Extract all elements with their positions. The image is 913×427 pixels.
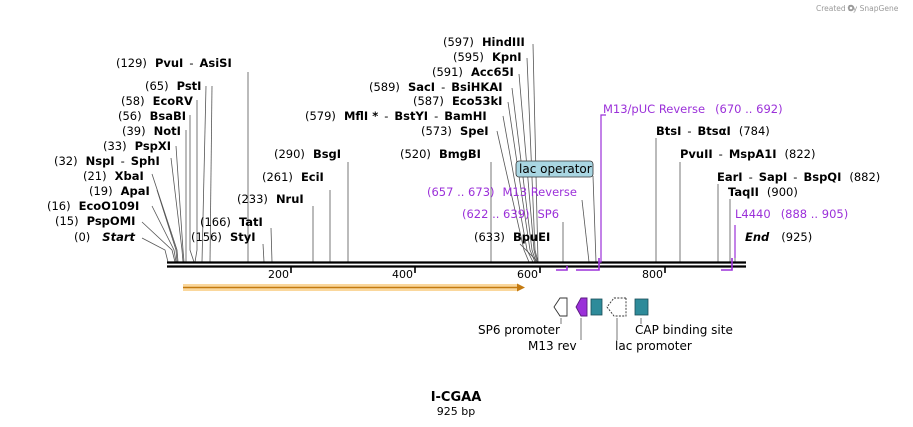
- enzyme-site-psti[interactable]: (65)PstI: [145, 79, 201, 93]
- ruler-tick-600: 600: [517, 268, 538, 281]
- enzyme-site-kpni[interactable]: (595)KpnI: [453, 50, 522, 64]
- enzyme-site-ecoo109i[interactable]: (16)EcoO109I: [47, 199, 139, 213]
- m13-rev-arrow-icon[interactable]: [575, 297, 588, 317]
- enzyme-labels: (0)Start (15)PspOMI (16)EcoO109I (19)Apa…: [47, 35, 880, 244]
- enzyme-site-eco53ki[interactable]: (587)Eco53kI: [413, 94, 502, 108]
- enzyme-site-tati[interactable]: (166)TatI: [200, 215, 263, 229]
- ruler-tick-400: 400: [392, 268, 413, 281]
- enzyme-site-nspi[interactable]: (32)NspI-SphI: [54, 154, 160, 168]
- enzyme-site-ecii[interactable]: (261)EciI: [262, 170, 324, 184]
- enzyme-site-styi[interactable]: (156)StyI: [191, 230, 256, 244]
- enzyme-site-pspxi[interactable]: (33)PspXI: [103, 139, 171, 153]
- primer-sp6[interactable]: (622 .. 639)SP6: [462, 207, 559, 221]
- enzyme-site-apai[interactable]: (19)ApaI: [89, 184, 150, 198]
- enzyme-site-ecorv[interactable]: (58)EcoRV: [121, 94, 193, 108]
- primer-m13-reverse[interactable]: (657 .. 673)M13 Reverse: [427, 185, 577, 199]
- enzyme-site-btsi[interactable]: BtsI-BtsαI(784): [656, 124, 770, 138]
- feature-label-cap-binding-site: CAP binding site: [635, 323, 733, 337]
- ruler-tick-800: 800: [642, 268, 663, 281]
- dna-backbone: [167, 261, 746, 268]
- sp6-promoter-arrow-icon[interactable]: [553, 297, 568, 317]
- primer-l4440[interactable]: L4440(888 .. 905): [735, 207, 848, 221]
- enzyme-site-spei[interactable]: (573)SpeI: [421, 124, 489, 138]
- lac-promoter-arrow-icon[interactable]: [606, 297, 627, 317]
- primer-bars: [556, 114, 736, 271]
- enzyme-site-start[interactable]: (0)Start: [74, 230, 136, 244]
- lac-operator-label: lac operator: [519, 162, 592, 176]
- map-length: 925 bp: [437, 405, 475, 418]
- feature-labels: SP6 promoter M13 rev lac promoter CAP bi…: [478, 318, 733, 353]
- enzyme-site-pvui[interactable]: (129)PvuI-AsiSI: [116, 56, 232, 70]
- lac-operator-box[interactable]: lac operator: [515, 160, 594, 178]
- primer-labels: M13/pUC Reverse(670 .. 692) (657 .. 673)…: [427, 102, 848, 221]
- cap-binding-glyph-icon[interactable]: [634, 298, 649, 316]
- enzyme-site-bmgbi[interactable]: (520)BmgBI: [400, 147, 481, 161]
- enzyme-site-hindiii[interactable]: (597)HindIII: [443, 35, 525, 49]
- feature-glyphs: [553, 297, 649, 317]
- feature-label-sp6-promoter: SP6 promoter: [478, 323, 560, 337]
- primer-m13-puc-reverse[interactable]: M13/pUC Reverse(670 .. 692): [603, 102, 783, 116]
- enzyme-site-bpuei[interactable]: (633)BpuEI: [474, 230, 550, 244]
- enzyme-site-pvuii[interactable]: PvuII-MspA1I(822): [680, 147, 815, 161]
- enzyme-site-noti[interactable]: (39)NotI: [122, 124, 181, 138]
- enzyme-site-eari[interactable]: EarI-SapI-BspQI(882): [717, 170, 880, 184]
- enzyme-site-mfli[interactable]: (579)MflI *-BstYI-BamHI: [305, 109, 487, 123]
- enzyme-site-bsgi[interactable]: (290)BsgI: [274, 147, 341, 161]
- enzyme-site-xbai[interactable]: (21)XbaI: [83, 169, 144, 183]
- enzyme-site-taqii[interactable]: TaqII(900): [728, 185, 798, 199]
- feature-label-lac-promoter: lac promoter: [615, 339, 692, 353]
- enzyme-site-nrui[interactable]: (233)NruI: [237, 192, 304, 206]
- orf-arrow[interactable]: [183, 283, 525, 292]
- feature-label-m13-rev: M13 rev: [528, 339, 577, 353]
- credit-text: Created by SnapGene: [816, 4, 899, 13]
- enzyme-site-acc65i[interactable]: (591)Acc65I: [432, 65, 514, 79]
- map-title: I-CGAA: [431, 390, 482, 405]
- snapgene-logo: [847, 4, 855, 12]
- ruler-tick-200: 200: [268, 268, 289, 281]
- lac-operator-glyph-icon[interactable]: [590, 298, 603, 316]
- enzyme-site-bsabi[interactable]: (56)BsaBI: [118, 109, 186, 123]
- enzyme-site-saci[interactable]: (589)SacI-BsiHKAI: [369, 80, 503, 94]
- enzyme-site-pspomi[interactable]: (15)PspOMI: [55, 214, 135, 228]
- ruler: 200 400 600 800: [268, 267, 666, 281]
- enzyme-site-end[interactable]: End(925): [745, 230, 812, 244]
- leader-lines: [141, 43, 736, 263]
